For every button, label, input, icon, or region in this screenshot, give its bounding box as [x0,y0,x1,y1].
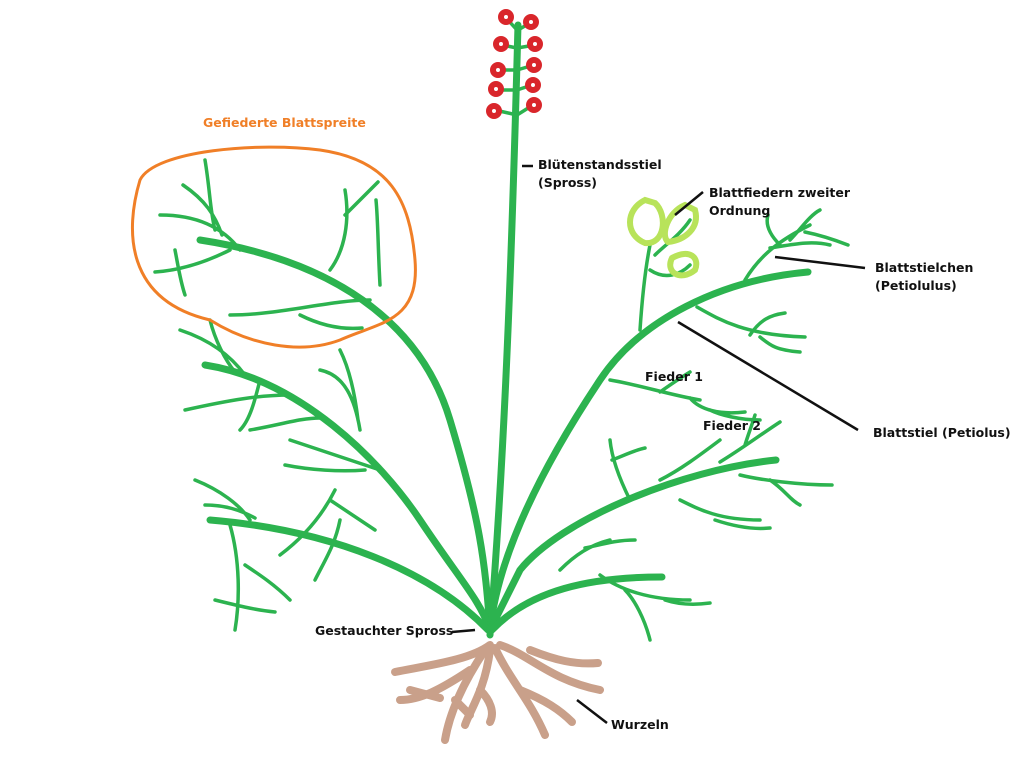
label-second-order-leaflets: Blattfiedern zweiter Ordnung [709,184,850,220]
label-petiolule: Blattstielchen (Petiolulus) [875,259,973,295]
label-compressed-shoot: Gestauchter Spross [315,623,454,638]
leaves [153,158,850,642]
label-line: (Spross) [538,175,598,190]
label-line: Blattfiedern zweiter [709,185,850,200]
second-order-leaflets [627,196,700,279]
label-line: Blütenstandsstiel [538,157,662,172]
label-line: Ordnung [709,203,771,218]
label-line: Blattstielchen [875,260,974,275]
label-roots: Wurzeln [611,717,669,732]
label-pinna-2: Fieder 2 [703,418,761,433]
roots [391,641,604,744]
label-pinna-1: Fieder 1 [645,369,703,384]
pinnate-blade-highlight [131,145,417,349]
label-pinnate-blade: Gefiederte Blattspreite [203,115,366,130]
leader-lines [451,164,866,724]
inflorescence [486,9,543,639]
label-petiole: Blattstiel (Petiolus) [873,425,1011,440]
label-line: (Petiolulus) [875,278,957,293]
label-inflorescence-stalk: Blütenstandsstiel (Spross) [538,156,662,192]
flower-buds [486,9,543,119]
